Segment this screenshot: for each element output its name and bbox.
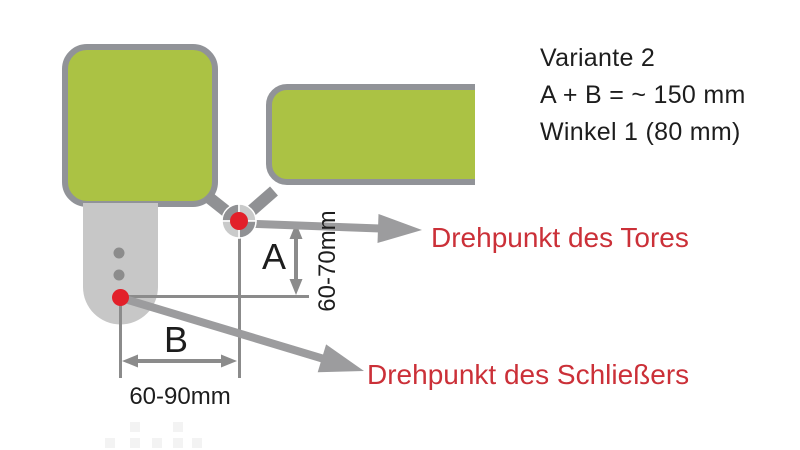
closer-screw-dot: [113, 247, 125, 259]
closer-body: [83, 203, 158, 325]
variant-sum-formula: A + B = ~ 150 mm: [540, 81, 746, 109]
gate-panel-left: [62, 44, 218, 207]
closer-pivot-point: [112, 289, 129, 306]
faint-mark: [152, 438, 162, 448]
dim-a-arrowhead-down: [289, 279, 303, 295]
dim-b-arrowhead-left: [122, 354, 138, 368]
gate-pivot-arrow-shaft: [242, 219, 381, 233]
dim-a-arrowhead-up: [289, 223, 303, 239]
gate-pivot-point: [230, 212, 248, 230]
variant-title: Variante 2: [540, 44, 656, 72]
faint-mark: [130, 422, 140, 432]
faint-mark: [173, 438, 183, 448]
variant-info-block: Variante 2 A + B = ~ 150 mm Winkel 1 (80…: [540, 40, 746, 151]
closer-pivot-arrowhead: [317, 344, 364, 373]
gate-pivot-arrowhead: [377, 214, 422, 243]
faint-mark: [173, 422, 183, 432]
gate-panel-right-border: [266, 84, 475, 185]
dim-a-range-label: 60-70mm: [314, 210, 341, 312]
closer-screw-dot: [113, 269, 125, 281]
dim-b-label: B: [163, 319, 189, 360]
variant-bracket-size: Winkel 1 (80 mm): [540, 118, 741, 146]
faint-mark: [192, 438, 202, 448]
dim-b-arrowhead-right: [221, 354, 237, 368]
dim-a-label: A: [261, 236, 287, 277]
gate-pivot-label: Drehpunkt des Tores: [431, 222, 689, 253]
closer-pivot-arrow-shaft: [121, 294, 326, 363]
dim-b-range-label: 60-90mm: [129, 383, 231, 410]
closer-pivot-label: Drehpunkt des Schließers: [367, 359, 690, 390]
faint-mark: [130, 438, 140, 448]
gate-panel-right: [269, 87, 475, 182]
faint-mark: [105, 438, 115, 448]
